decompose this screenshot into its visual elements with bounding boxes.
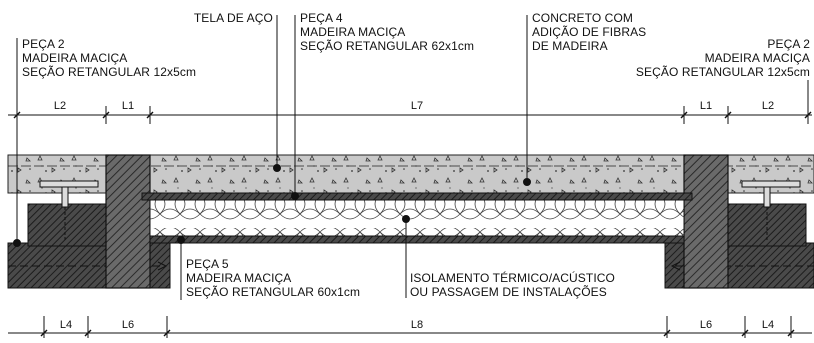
dim-bottom-l6-right: L6 xyxy=(700,319,712,331)
isolamento-line-2: OU PASSAGEM DE INSTALAÇÕES xyxy=(410,284,607,299)
leader-lines xyxy=(13,15,809,300)
floor-core xyxy=(141,192,693,244)
dim-top-l1-left: L1 xyxy=(122,100,134,112)
dim-bottom-l6-left: L6 xyxy=(122,319,134,331)
dim-top-l1-right: L1 xyxy=(700,100,712,112)
peca2-right-line-3: SEÇÃO RETANGULAR 12x5cm xyxy=(636,65,810,79)
peca2-left-line-3: SEÇÃO RETANGULAR 12x5cm xyxy=(22,65,196,79)
bottom-dimension-line: L4 L6 L8 L6 L4 xyxy=(8,316,812,338)
label-peca5: PEÇA 5 MADEIRA MACIÇA SEÇÃO RETANGULAR 6… xyxy=(186,257,360,299)
dim-bottom-l4-right: L4 xyxy=(762,319,774,331)
dim-top-l7: L7 xyxy=(411,100,423,112)
peca5-line-3: SEÇÃO RETANGULAR 60x1cm xyxy=(186,285,360,299)
dim-bottom-l4-left: L4 xyxy=(60,319,72,331)
dim-bottom-l8: L8 xyxy=(411,319,423,331)
dim-top-l2-right: L2 xyxy=(762,100,774,112)
label-peca4: PEÇA 4 MADEIRA MACIÇA SEÇÃO RETANGULAR 6… xyxy=(300,11,474,53)
label-tela-aco: TELA DE AÇO xyxy=(194,11,273,25)
peca2-right-line-2: MADEIRA MACIÇA xyxy=(705,51,810,65)
concreto-line-2: ADIÇÃO DE FIBRAS xyxy=(532,25,646,39)
steel-connectors xyxy=(39,180,801,240)
peca4-line-2: MADEIRA MACIÇA xyxy=(300,25,405,39)
timber-posts xyxy=(105,154,729,289)
dim-top-l2-left: L2 xyxy=(54,100,66,112)
peca4-line-1: PEÇA 4 xyxy=(300,11,343,25)
tela-aco-text: TELA DE AÇO xyxy=(194,11,273,25)
label-concreto: CONCRETO COM ADIÇÃO DE FIBRAS DE MADEIRA xyxy=(532,11,646,53)
label-peca2-right: PEÇA 2 MADEIRA MACIÇA SEÇÃO RETANGULAR 1… xyxy=(636,37,810,79)
label-isolamento: ISOLAMENTO TÉRMICO/ACÚSTICO OU PASSAGEM … xyxy=(410,270,615,299)
peca5-line-1: PEÇA 5 xyxy=(186,257,229,271)
label-peca2-left: PEÇA 2 MADEIRA MACIÇA SEÇÃO RETANGULAR 1… xyxy=(22,37,196,79)
isolamento-line-1: ISOLAMENTO TÉRMICO/ACÚSTICO xyxy=(410,270,615,285)
concreto-line-1: CONCRETO COM xyxy=(532,11,633,25)
peca4-line-3: SEÇÃO RETANGULAR 62x1cm xyxy=(300,39,474,53)
peca5-line-2: MADEIRA MACIÇA xyxy=(186,271,291,285)
peca2-left-line-1: PEÇA 2 xyxy=(22,37,65,51)
peca2-left-line-2: MADEIRA MACIÇA xyxy=(22,51,127,65)
peca2-right-line-1: PEÇA 2 xyxy=(767,37,810,51)
concreto-line-3: DE MADEIRA xyxy=(532,39,608,53)
top-dimension-line: L2 L1 L7 L1 L2 xyxy=(8,100,812,124)
